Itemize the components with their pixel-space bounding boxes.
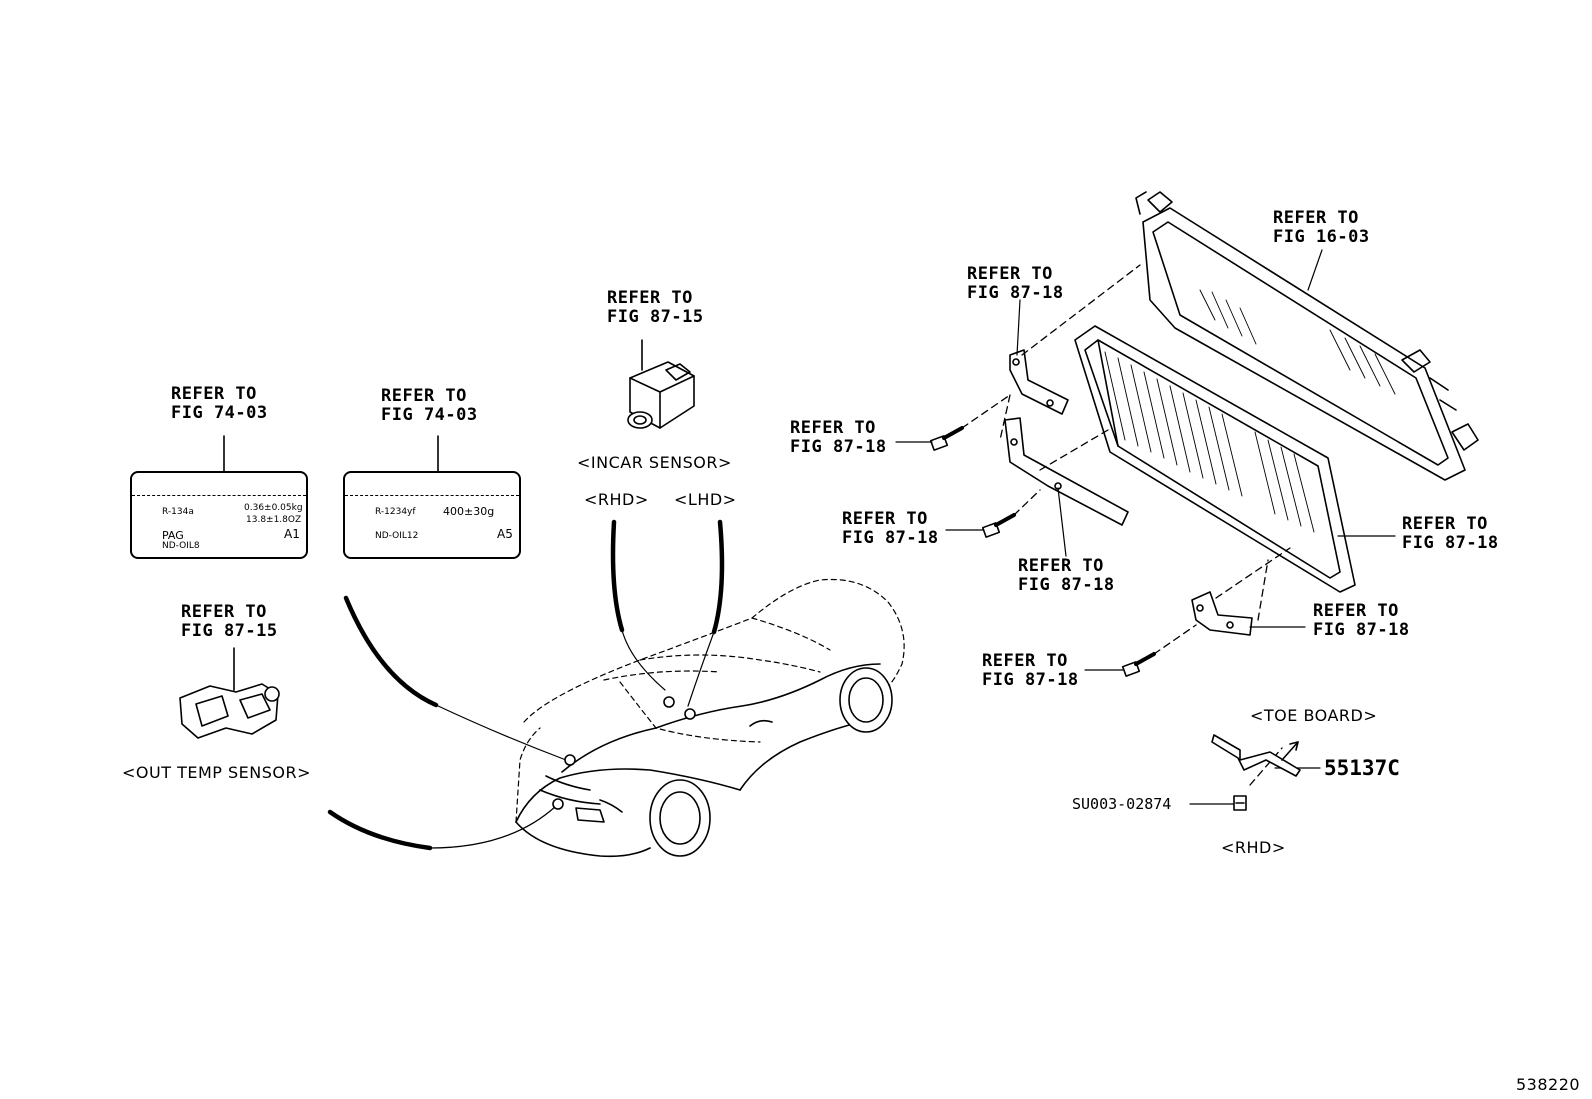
label-code: A5 bbox=[497, 527, 513, 541]
upper-bracket-drawing bbox=[1009, 349, 1069, 415]
car-drawing bbox=[515, 578, 905, 858]
label-amount: 400±30g bbox=[443, 505, 495, 518]
lower-bolt-drawing bbox=[1121, 652, 1156, 677]
upper-bolt-drawing bbox=[929, 426, 964, 451]
caption-out-temp-sensor: <OUT TEMP SENSOR> bbox=[122, 763, 311, 782]
refrigerant-label-r134a: R-134a 0.36±0.05kg 13.8±1.8OZ PAG ND-OIL… bbox=[130, 471, 308, 559]
label-code: A1 bbox=[284, 527, 300, 541]
out-temp-sensor-drawing bbox=[179, 683, 280, 739]
middle-bolt-drawing bbox=[981, 513, 1016, 538]
figure-number: 538220 bbox=[1516, 1075, 1581, 1094]
caption-incar-sensor: <INCAR SENSOR> bbox=[577, 453, 732, 472]
label-oil-code: ND-OIL12 bbox=[375, 531, 419, 541]
sensor-leader-curves bbox=[327, 519, 725, 851]
radiator-drawing bbox=[1135, 191, 1479, 481]
part-number-toe-board[interactable]: 55137C bbox=[1324, 756, 1400, 780]
leader-lines bbox=[895, 249, 1396, 805]
label-refrigerant: R-1234yf bbox=[375, 507, 416, 517]
part-number-clip[interactable]: SU003-02874 bbox=[1072, 795, 1172, 813]
label-oil: PAG bbox=[162, 529, 184, 542]
label-oil-code: ND-OIL8 bbox=[162, 541, 200, 551]
toe-board-bracket-drawing bbox=[1211, 734, 1301, 777]
lower-bracket-drawing bbox=[1191, 591, 1253, 636]
label-refrigerant: R-134a bbox=[162, 507, 194, 517]
label-amount-oz: 13.8±1.8OZ bbox=[246, 515, 302, 525]
condenser-drawing bbox=[1074, 325, 1356, 593]
caption-lhd: <LHD> bbox=[674, 490, 737, 509]
clip-drawing bbox=[1233, 795, 1247, 811]
caption-rhd: <RHD> bbox=[584, 490, 649, 509]
label-amount-kg: 0.36±0.05kg bbox=[244, 503, 303, 513]
caption-toe-board: <TOE BOARD> bbox=[1250, 706, 1378, 725]
assembly-lines bbox=[961, 264, 1291, 786]
incar-sensor-drawing bbox=[627, 361, 695, 429]
caption-rhd-lower: <RHD> bbox=[1221, 838, 1286, 857]
refrigerant-label-r1234yf: R-1234yf 400±30g ND-OIL12 A5 bbox=[343, 471, 521, 559]
